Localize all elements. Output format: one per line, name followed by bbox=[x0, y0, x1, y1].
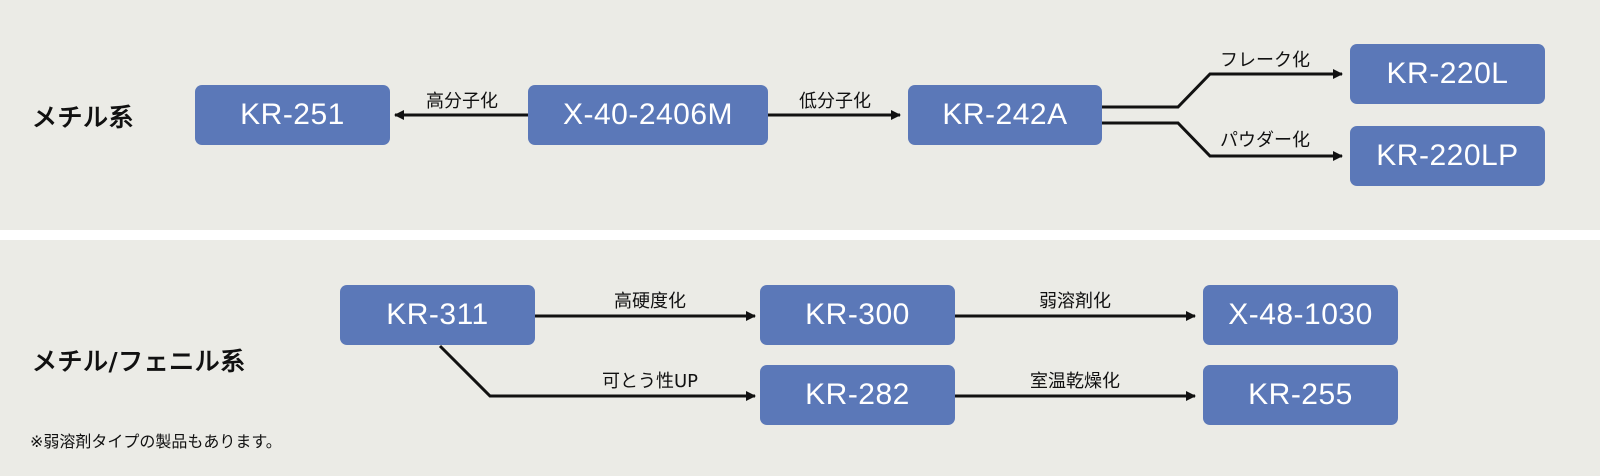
label-high-molecular: 高分子化 bbox=[426, 91, 498, 112]
category-methyl-phenyl: メチル/フェニル系 bbox=[32, 347, 246, 376]
arrow-kr242a-to-kr220l bbox=[1102, 69, 1343, 109]
arrow-kr311-to-kr282 bbox=[438, 344, 756, 401]
label-room-temp-dry: 室温乾燥化 bbox=[1030, 371, 1120, 392]
node-kr-311: KR-311 bbox=[340, 285, 535, 345]
node-kr-242a: KR-242A bbox=[908, 85, 1102, 145]
node-x-48-1030: X-48-1030 bbox=[1203, 285, 1398, 345]
node-kr-251: KR-251 bbox=[195, 85, 390, 145]
node-kr-220l: KR-220L bbox=[1350, 44, 1545, 104]
node-x-40-2406m: X-40-2406M bbox=[528, 85, 768, 145]
label-flexibility: 可とう性UP bbox=[601, 371, 699, 392]
category-methyl: メチル系 bbox=[32, 103, 135, 132]
footnote: ※弱溶剤タイプの製品もあります。 bbox=[30, 432, 282, 451]
node-kr-282: KR-282 bbox=[760, 365, 955, 425]
label-low-molecular: 低分子化 bbox=[799, 91, 871, 112]
node-kr-255: KR-255 bbox=[1203, 365, 1398, 425]
node-kr-220lp: KR-220LP bbox=[1350, 126, 1545, 186]
node-kr-300: KR-300 bbox=[760, 285, 955, 345]
methyl-phenyl-panel bbox=[0, 240, 1600, 476]
label-powder: パウダー化 bbox=[1220, 130, 1310, 151]
arrow-kr242a-to-kr220lp bbox=[1102, 121, 1343, 161]
label-hardness: 高硬度化 bbox=[614, 291, 686, 312]
label-flake: フレーク化 bbox=[1220, 50, 1310, 71]
label-weak-solvent: 弱溶剤化 bbox=[1039, 291, 1111, 312]
